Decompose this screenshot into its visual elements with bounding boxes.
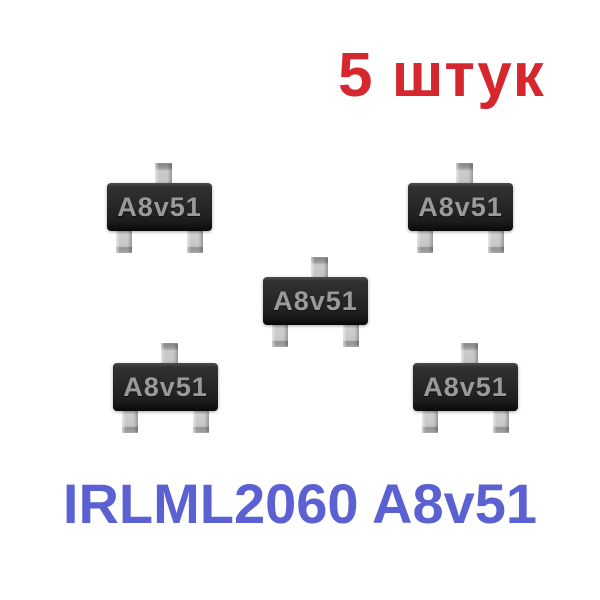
sot23-transistor: A8v51 [107, 163, 212, 253]
chip-lead-top [161, 343, 178, 367]
chip-lead-bottom-left [272, 323, 288, 347]
chip-lead-bottom-right [493, 409, 509, 433]
chip-marking-label: A8v51 [418, 191, 503, 222]
chip-lead-bottom-right [193, 409, 209, 433]
chip-lead-bottom-right [187, 229, 203, 253]
chip-body: A8v51 [408, 183, 513, 231]
quantity-label: 5 штук [338, 41, 545, 110]
chip-lead-top [155, 163, 172, 187]
chip-lead-top [461, 343, 478, 367]
chip-lead-top [311, 257, 328, 281]
sot23-transistor: A8v51 [408, 163, 513, 253]
chip-lead-bottom-left [417, 229, 433, 253]
chip-lead-bottom-right [343, 323, 359, 347]
chip-lead-bottom-left [122, 409, 138, 433]
chip-body: A8v51 [413, 363, 518, 411]
chip-marking-label: A8v51 [123, 371, 208, 402]
chip-lead-top [456, 163, 473, 187]
chip-marking-label: A8v51 [423, 371, 508, 402]
sot23-transistor: A8v51 [413, 343, 518, 433]
sot23-transistor: A8v51 [113, 343, 218, 433]
chip-marking-label: A8v51 [117, 191, 202, 222]
part-number-label: IRLML2060 A8v51 [62, 472, 538, 535]
chip-lead-bottom-left [422, 409, 438, 433]
chip-lead-bottom-left [116, 229, 132, 253]
chip-marking-label: A8v51 [273, 285, 358, 316]
chip-body: A8v51 [113, 363, 218, 411]
sot23-transistor: A8v51 [263, 257, 368, 347]
chip-lead-bottom-right [488, 229, 504, 253]
chip-body: A8v51 [107, 183, 212, 231]
chip-body: A8v51 [263, 277, 368, 325]
